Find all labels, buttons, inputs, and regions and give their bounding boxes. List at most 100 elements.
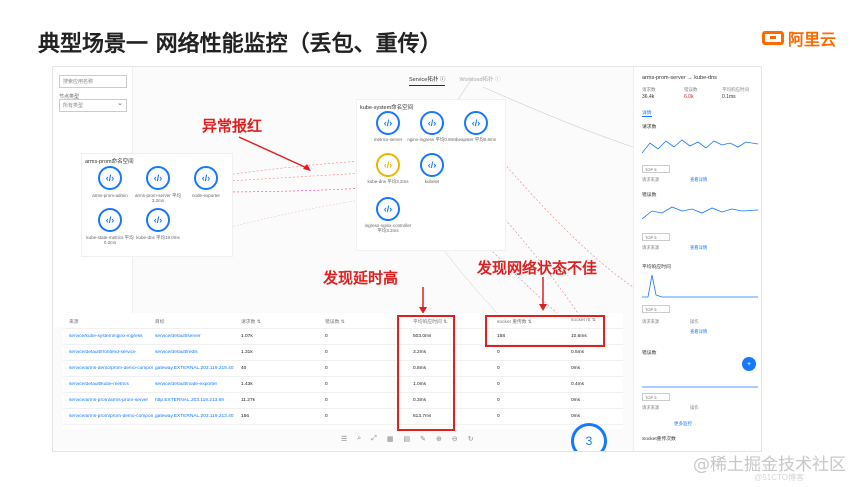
cell-source[interactable]: service/kube-system/nginx-ingress [69,334,143,339]
service-icon: ‹/› [427,118,437,128]
col-source-label: 请求来源 [642,319,660,324]
cell-errors: 0 [325,382,328,387]
errors-sparkline [642,206,758,220]
group-title-kube-system: kube-system命名空间 [360,105,414,111]
node-kubelet[interactable]: ‹/› [420,153,444,177]
col-target[interactable]: 目标 [155,320,165,325]
view-detail-link[interactable]: 查看详情 [690,329,708,334]
table-header: 来源 目标 请求数 ⇅ 错误数 ⇅ 平均响应时间 ⇅ socket 重传数 ⇅ … [63,313,623,329]
node-label: arms-prom-admin [92,193,128,198]
node-type-select[interactable]: 所有类型 [59,99,127,112]
metric-value: 0.1ms [722,94,736,100]
cell-source[interactable]: service/arms-demo/prom-demo-component [69,366,153,371]
table-row[interactable]: service/default/kube-metrics service/def… [63,377,623,393]
node-kube-dns-left[interactable]: ‹/› [146,208,170,232]
cell-socket-rtt: 0.4ms [571,382,585,387]
cell-target[interactable]: service/default/redis [155,350,198,355]
node-metrics-server[interactable]: ‹/› [376,111,400,135]
col-socket-rtt[interactable]: socket rtt ⇅ [571,318,596,323]
cell-source[interactable]: service/arms-prom/prom-demo-component [69,414,153,419]
col-action-label: 操作 [690,405,699,410]
metric-value: 36.4k [642,94,655,100]
cell-avg-latency: 0.3ms [413,398,427,403]
cell-requests: 1.31k [241,350,253,355]
top-select[interactable]: TOP 5 [642,305,670,313]
slide-title: 典型场景一 网络性能监控（丢包、重传） [38,32,442,57]
cell-requests: 156 [241,414,250,419]
cell-avg-latency: 813.7ms [413,414,432,419]
top-select[interactable]: TOP 5 [642,233,670,241]
list-icon[interactable]: ☰ [341,436,348,443]
col-errors[interactable]: 错误数 ⇅ [325,320,345,325]
cell-source[interactable]: service/default/kube-metrics [69,382,129,387]
service-icon: ‹/› [201,173,211,183]
node-label: arms-prom-server 平均3.2ms [134,193,181,204]
tab-detail[interactable]: 详情 [642,111,652,117]
col-source[interactable]: 来源 [69,320,79,325]
zoom-out-icon[interactable]: ⊖ [451,436,458,443]
tab-service-topology[interactable]: Service拓扑 ⓘ [409,75,446,86]
metric-label: 错误数 [684,87,698,92]
refresh-icon[interactable]: ↻ [467,436,474,443]
cell-socket-rtt: 0.5ms [571,350,585,355]
cell-socket-retrans: 0 [497,414,500,419]
tab-workload-topology[interactable]: Workload拓扑 ⓘ [459,77,501,83]
search-input[interactable]: 搜索应用名称 [59,75,127,88]
metric-value: 6.0k [684,94,694,100]
cell-source[interactable]: service/arms-prom/arms-prom-server [69,398,149,403]
view-detail-link[interactable]: 查看详情 [690,177,708,182]
service-icon: ‹/› [471,118,481,128]
table-row[interactable]: service/arms-prom/arms-prom-server http.… [63,393,623,409]
cell-target[interactable]: http.EXTERNAL.203.119.213.69 [155,398,224,403]
top-select[interactable]: TOP 5 [642,393,670,401]
grid-icon[interactable]: ▦ [386,436,394,443]
node-arms-prom-server[interactable]: ‹/› [146,166,170,190]
annotation-exception: 异常报红 [202,117,263,135]
node-kube-dns-warning[interactable]: ‹/› [376,153,400,177]
node-nginx-ingress[interactable]: ‹/› [420,111,444,135]
zoom-in-icon[interactable]: ⊕ [435,436,442,443]
search-icon[interactable]: ⌕ [357,435,362,442]
section-socket-retrans: Socket重传次数 [642,437,676,442]
expand-icon[interactable]: ⤢ [371,435,377,442]
cell-target[interactable]: service/default/server [155,334,201,339]
table-row[interactable]: service/default/frontend-service service… [63,345,623,361]
node-count-badge[interactable]: 3 [571,423,607,451]
more-monitor-link[interactable]: 更多监控 [674,421,692,426]
watermark-sub: @51CTO博客 [754,473,804,482]
cell-requests: 11.27k [241,398,256,403]
metric-label: 平均响应时间 [722,87,749,92]
top-select[interactable]: TOP 5 [642,165,670,173]
col-avg-latency[interactable]: 平均响应时间 ⇅ [413,320,448,325]
layout-icon[interactable]: ▤ [403,436,411,443]
requests-sparkline [642,139,758,154]
view-detail-link[interactable]: 查看详情 [690,245,708,250]
node-kube-state-metrics[interactable]: ‹/› [98,208,122,232]
cell-avg-latency: 503.0ms [413,334,432,339]
col-requests[interactable]: 请求数 ⇅ [241,320,261,325]
table-row[interactable]: service/arms-prom/prom-demo-component ga… [63,409,623,425]
node-arms-prom-admin[interactable]: ‹/› [98,166,122,190]
col-socket-retrans[interactable]: socket 重传数 ⇅ [497,320,532,325]
cell-source[interactable]: service/default/frontend-service [69,350,136,355]
service-icon: ‹/› [383,118,393,128]
node-node-exporter[interactable]: ‹/› [194,166,218,190]
cell-socket-retrans: 0 [497,366,500,371]
col-action-label: 操作 [690,319,699,324]
cell-target[interactable]: service/default/node-exporter [155,382,218,387]
node-heapster[interactable]: ‹/› [464,111,488,135]
arrow-exception [238,136,311,171]
node-ingress-nginx-controller[interactable]: ‹/› [376,197,400,221]
call-table: 来源 目标 请求数 ⇅ 错误数 ⇅ 平均响应时间 ⇅ socket 重传数 ⇅ … [63,313,623,429]
edit-icon[interactable]: ✎ [420,436,426,443]
cell-target[interactable]: gateway.EXTERNAL.203.119.219.40 [155,366,234,371]
cell-avg-latency: 0.8ms [413,366,427,371]
cell-errors: 0 [325,414,328,419]
cell-target[interactable]: gateway.EXTERNAL.203.119.213.40 [155,414,234,419]
node-label: node-exporter [191,193,221,198]
highlight-network-cells [485,315,605,347]
table-row[interactable]: service/arms-demo/prom-demo-component ga… [63,361,623,377]
cell-requests: 1.43k [241,382,253,387]
table-row[interactable]: service/kube-system/nginx-ingress servic… [63,329,623,345]
add-icon[interactable]: + [742,357,756,371]
